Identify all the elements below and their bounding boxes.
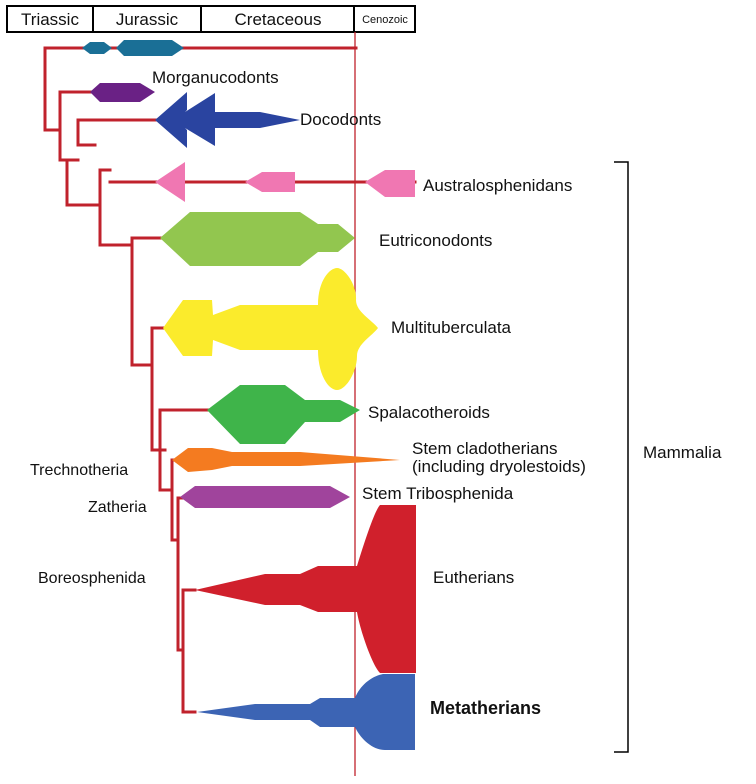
stem-cladotherians-shape	[172, 448, 400, 472]
label-eutriconodonts: Eutriconodonts	[379, 231, 492, 250]
branch-zatheria	[170, 458, 180, 542]
metatherians-shape	[197, 674, 415, 750]
branch-morganucodonts	[58, 90, 94, 162]
label-mammalia: Mammalia	[643, 443, 722, 462]
branch-node	[130, 236, 154, 367]
stem-tribosphenida-shape	[180, 486, 350, 508]
australosphenidans-shape	[245, 172, 295, 192]
docodonts-shape	[155, 92, 300, 148]
label-stem-tribosphenida: Stem Tribosphenida	[362, 484, 514, 503]
label-zatheria: Zatheria	[88, 499, 147, 516]
label-boreosphenida: Boreosphenida	[38, 570, 146, 587]
clade-labels: Morganucodonts Docodonts Australosphenid…	[152, 68, 586, 718]
period-bar-frame	[6, 5, 416, 33]
label-spalacotheroids: Spalacotheroids	[368, 403, 490, 422]
node-labels: Trechnotheria Zatheria Boreosphenida	[30, 462, 147, 587]
period-jurassic: Jurassic	[116, 10, 179, 29]
label-metatherians: Metatherians	[430, 698, 541, 718]
mammalia-bracket: Mammalia	[614, 161, 722, 753]
branch-node	[98, 168, 134, 247]
label-eutherians: Eutherians	[433, 568, 514, 587]
label-australosphenidans: Australosphenidans	[423, 176, 572, 195]
label-multituberculata: Multituberculata	[391, 318, 512, 337]
branch-metatherians	[181, 588, 197, 714]
period-bar: Triassic Jurassic Cretaceous Cenozoic	[6, 5, 416, 33]
multituberculata-shape	[163, 268, 378, 390]
lineage-shapes	[82, 40, 416, 750]
basal-lineage-shape	[116, 40, 184, 56]
australosphenidans-shape	[365, 170, 415, 197]
basal-lineage-shape	[82, 42, 112, 54]
australosphenidans-shape	[155, 162, 185, 202]
label-morganucodonts: Morganucodonts	[152, 68, 279, 87]
branch-trechnotheria	[158, 408, 174, 492]
period-triassic: Triassic	[21, 10, 79, 29]
period-cenozoic: Cenozoic	[362, 14, 408, 26]
branch-basal	[43, 46, 358, 132]
label-stem-cladotherians-sub: (including dryolestoids)	[412, 457, 586, 476]
label-stem-cladotherians: Stem cladotherians	[412, 439, 558, 458]
bracket-line	[614, 161, 629, 753]
label-docodonts: Docodonts	[300, 110, 381, 129]
branch-docodonts	[76, 118, 162, 147]
spalacotheroids-shape	[207, 385, 360, 444]
period-cretaceous: Cretaceous	[235, 10, 322, 29]
morganucodonts-shape	[90, 83, 155, 102]
label-trechnotheria: Trechnotheria	[30, 462, 128, 479]
eutriconodonts-shape	[160, 212, 355, 266]
branch-node	[65, 158, 102, 207]
branch-boreosphenida	[176, 496, 185, 652]
eutherians-shape	[195, 505, 416, 673]
